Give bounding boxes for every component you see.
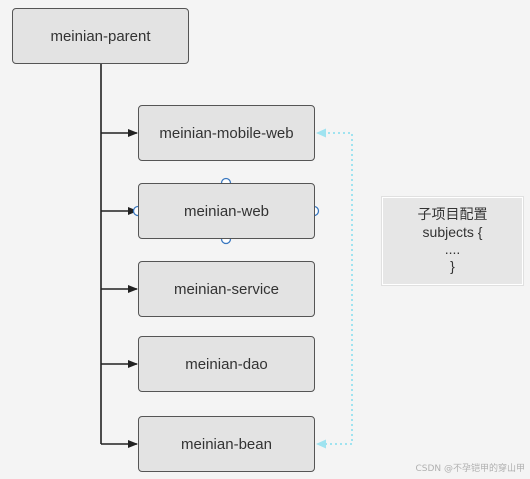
node-label: meinian-web: [183, 202, 270, 220]
note-subproject-config[interactable]: 子项目配置 subjects { .... }: [382, 197, 523, 285]
note-line-open: subjects {: [422, 224, 483, 240]
node-meinian-mobile-web[interactable]: meinian-mobile-web: [138, 105, 315, 161]
node-meinian-service[interactable]: meinian-service: [138, 261, 315, 317]
node-label: meinian-mobile-web: [159, 124, 294, 142]
dotted-link-line: [320, 132, 353, 445]
note-line-title: 子项目配置: [417, 207, 488, 223]
dotted-link-arrow-top: [316, 128, 326, 138]
node-label: meinian-parent: [50, 27, 151, 45]
node-meinian-bean[interactable]: meinian-bean: [138, 416, 315, 472]
note-line-ellipsis: ....: [444, 241, 461, 257]
node-meinian-web[interactable]: meinian-web: [138, 183, 315, 239]
node-label: meinian-service: [173, 280, 280, 298]
node-label: meinian-dao: [185, 355, 268, 373]
node-meinian-dao[interactable]: meinian-dao: [138, 336, 315, 392]
note-line-close: }: [450, 258, 455, 274]
watermark-text: CSDN @不孕铠甲的穿山甲: [415, 464, 525, 474]
dotted-link-arrow-bottom: [316, 439, 326, 449]
node-label: meinian-bean: [181, 435, 272, 453]
node-meinian-parent[interactable]: meinian-parent: [12, 8, 189, 64]
